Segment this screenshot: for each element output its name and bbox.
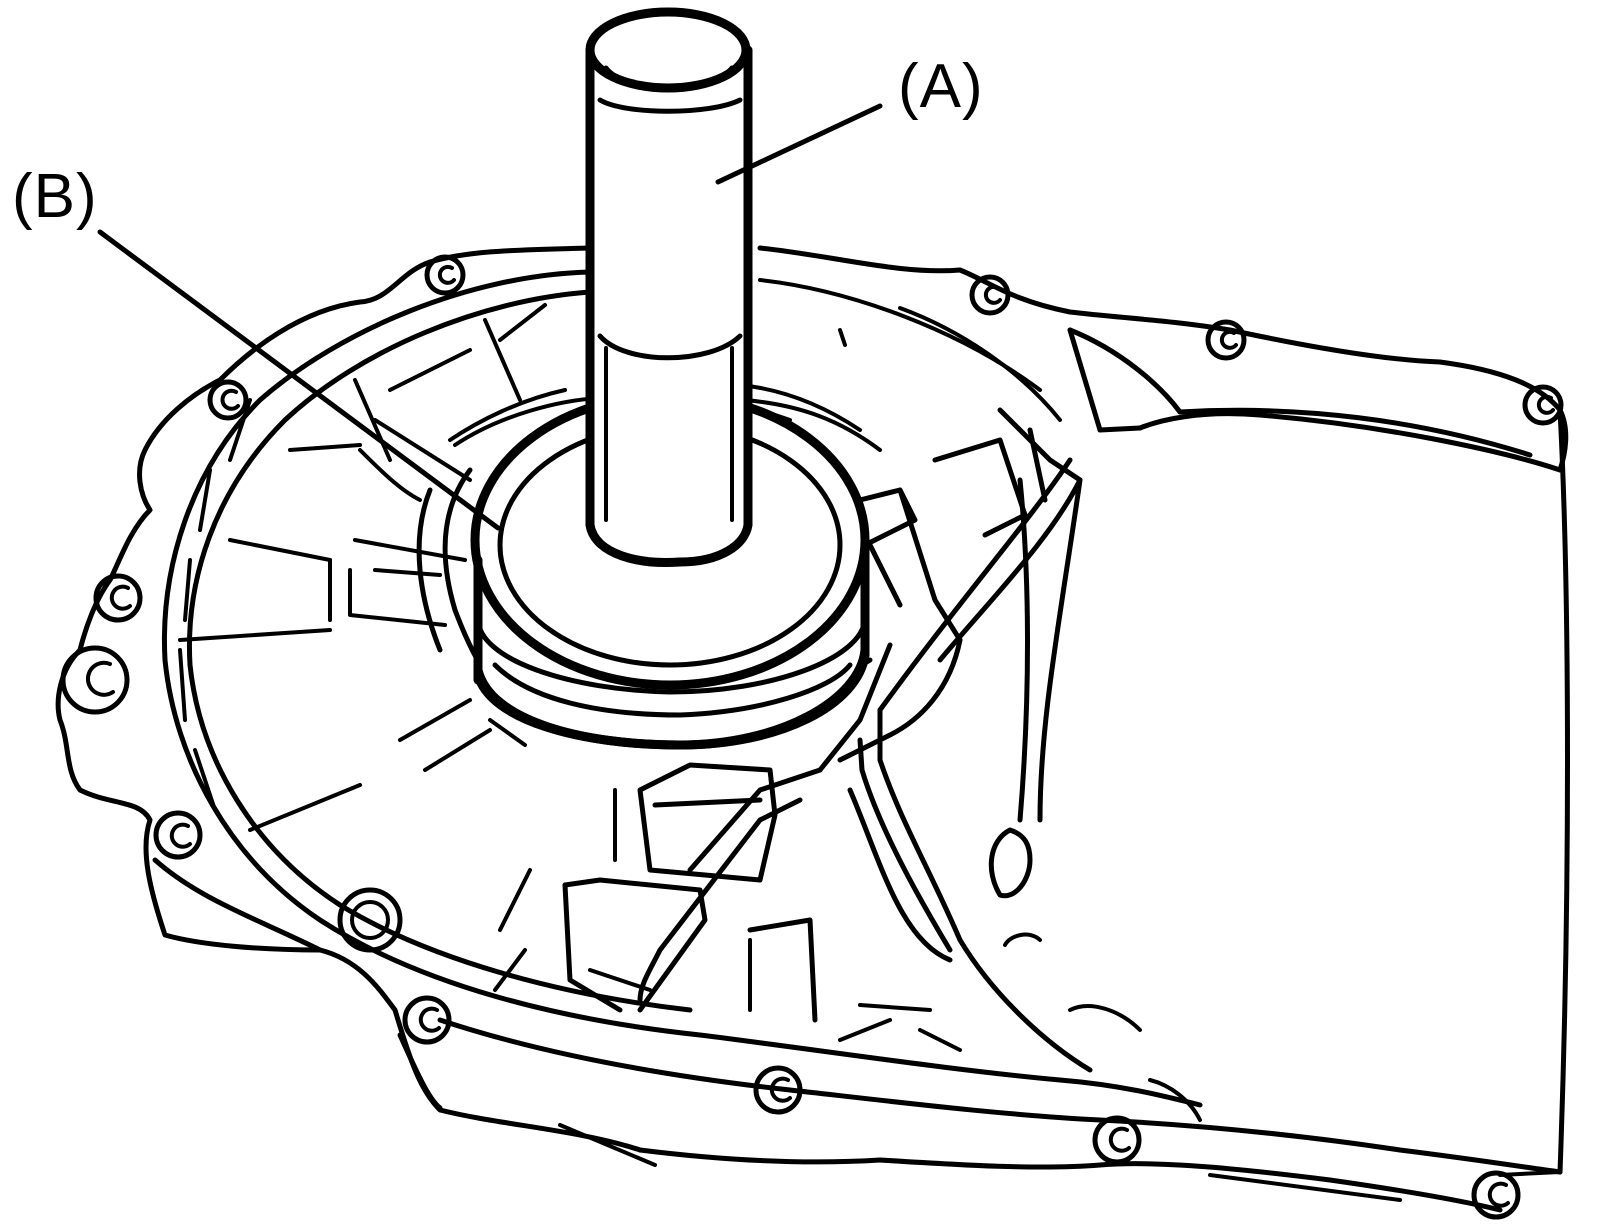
leader-lines — [97, 103, 883, 531]
housing-inner-ring — [161, 269, 1203, 1108]
callout-label-a: (A) — [898, 52, 984, 121]
callout-label-b: (B) — [12, 162, 98, 231]
housing-bottom-flange — [152, 407, 1570, 1213]
housing-right-ribs — [637, 407, 1202, 1122]
leader-line-b — [97, 229, 501, 531]
housing-ribs — [178, 303, 602, 832]
installer-tool — [585, 7, 753, 567]
bolt-holes — [60, 254, 1564, 1220]
leader-line-a — [715, 103, 883, 185]
housing-lower-pockets — [493, 762, 962, 1052]
